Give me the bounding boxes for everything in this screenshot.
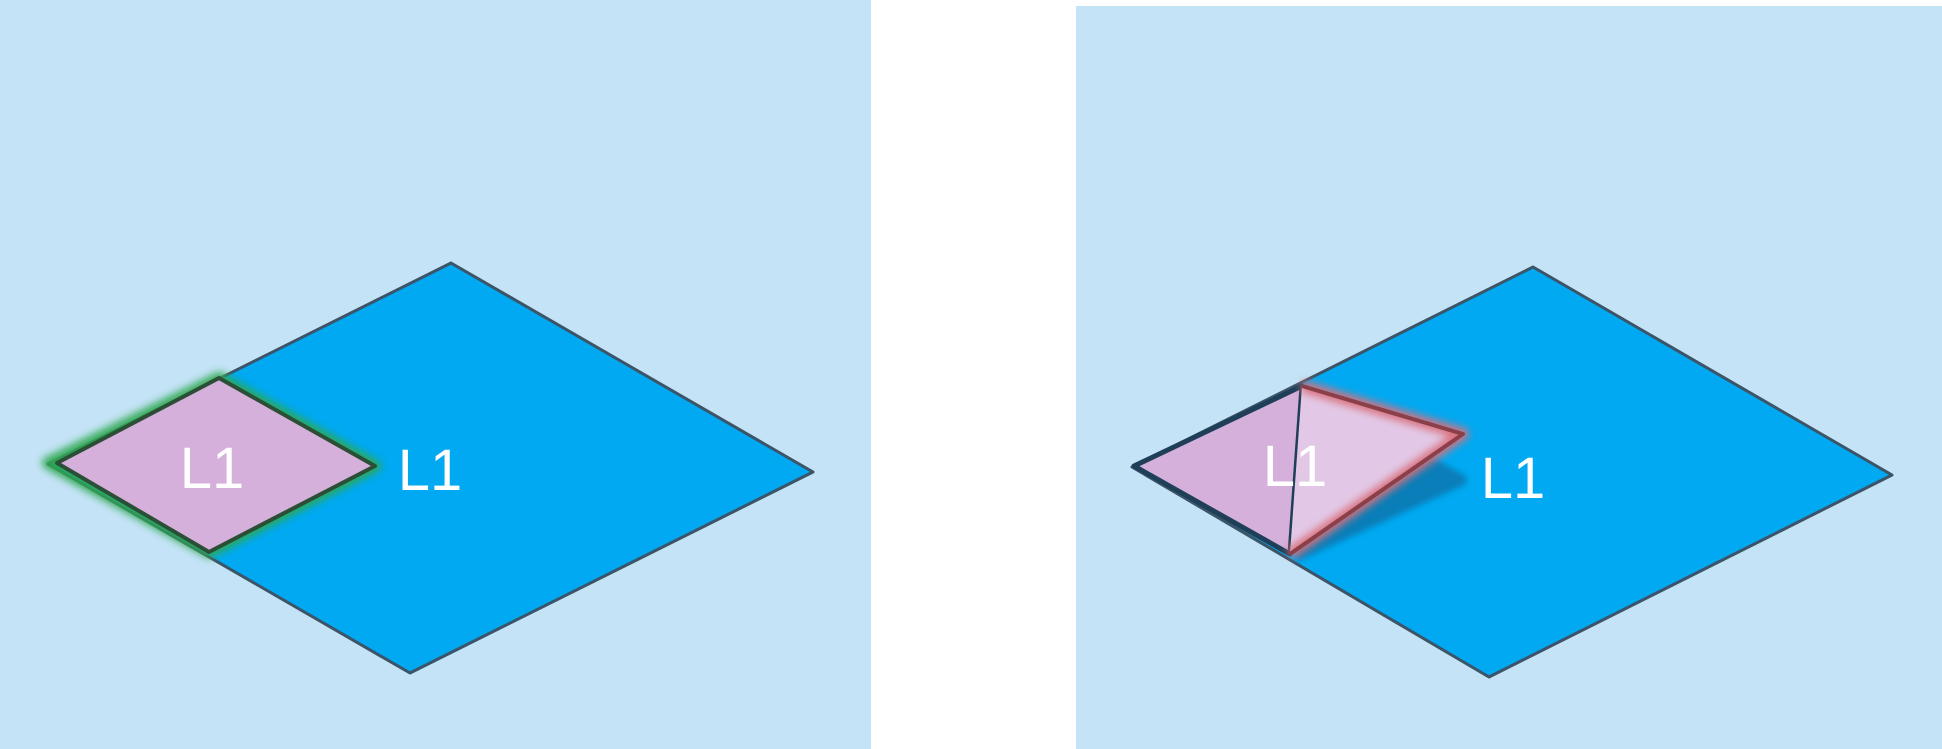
left-panel: L1 L1: [0, 0, 871, 749]
tile-label: L1: [180, 436, 245, 501]
floor-label: L1: [398, 438, 463, 503]
floor-label: L1: [1481, 446, 1546, 511]
tile-right-face[interactable]: [1290, 386, 1463, 554]
right-panel: L1 L1: [1076, 6, 1942, 749]
tile-label: L1: [1263, 434, 1328, 499]
floor-rhombus[interactable]: [1130, 265, 1894, 679]
right-scene: L1 L1: [1130, 265, 1894, 679]
tile-outline: [1288, 384, 1465, 556]
left-scene: L1 L1: [42, 261, 815, 675]
tile-rhombus[interactable]: [55, 376, 377, 554]
